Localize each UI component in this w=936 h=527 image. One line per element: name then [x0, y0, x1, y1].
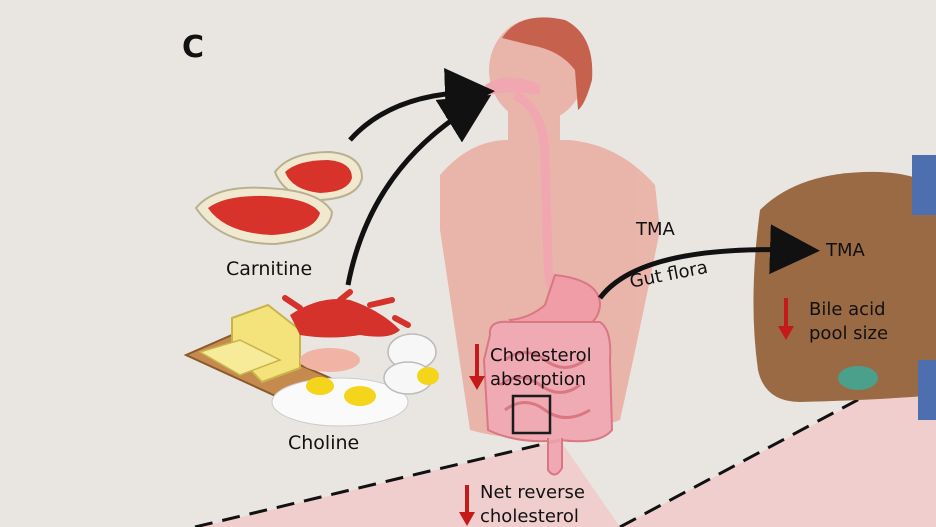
liver-shape [753, 171, 936, 402]
egg-yolk-1 [306, 377, 334, 395]
large-intestine [482, 320, 614, 443]
cholesterol-absorption-line-1: Cholesterol [490, 345, 592, 366]
tma-gut-label: TMA [636, 219, 675, 240]
bile-acid-line-2: pool size [809, 323, 889, 344]
choline-foods [183, 289, 439, 427]
intestine-highlight-box [511, 394, 552, 435]
human-body [440, 17, 660, 476]
steak-back-meat [285, 160, 352, 193]
bile-acid-line-1: Bile acid [809, 299, 886, 320]
carnitine-label: Carnitine [226, 258, 313, 280]
down-arrow-bile-acid [778, 298, 794, 340]
hair-shape [502, 17, 593, 110]
lobster-body [290, 299, 400, 338]
egg-yolk-2 [344, 386, 376, 406]
dashed-boundary-left [194, 438, 561, 527]
oral-cavity [485, 77, 540, 95]
cheese-slice [198, 339, 282, 376]
down-arrow-net-reverse [459, 485, 475, 526]
lower-pink-region [200, 440, 620, 527]
steak-front-meat [208, 195, 320, 235]
arrow-tma-to-liver [598, 224, 820, 300]
shrimp [300, 348, 360, 372]
liver [753, 155, 936, 420]
egg-yolk-3 [417, 367, 439, 385]
small-intestine-loops [499, 351, 591, 419]
arrow-carnitine-to-mouth [348, 67, 495, 142]
dashed-boundary-right [619, 356, 936, 527]
panel-letter: C [182, 30, 205, 65]
lobster-claws [282, 289, 411, 328]
arrow-choline-to-mouth [345, 94, 492, 286]
cholesterol-absorption-line-2: absorption [490, 369, 587, 390]
net-reverse-line-1: Net reverse [480, 482, 585, 503]
bile-acid-label: Bile acid pool size [809, 298, 888, 346]
cholesterol-absorption-label: Cholesterol absorption [490, 344, 592, 392]
steak-illustration [194, 150, 364, 246]
rectum [547, 438, 563, 476]
net-reverse-line-2: cholesterol [480, 506, 579, 527]
liver-vessel-blue [912, 155, 936, 215]
liver-vessel-blue-lower [918, 360, 936, 420]
down-arrow-cholesterol-absorption [469, 344, 485, 390]
choline-label: Choline [288, 432, 360, 454]
egg-white-1 [271, 377, 409, 427]
net-reverse-cholesterol-label: Net reverse cholesterol [480, 481, 585, 527]
gallbladder [838, 366, 878, 390]
tma-liver-label: TMA [826, 240, 865, 261]
